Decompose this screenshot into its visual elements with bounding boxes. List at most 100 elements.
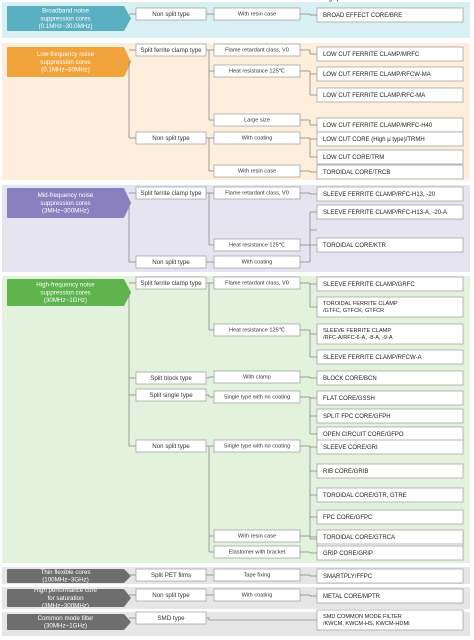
- box-text: TOROIDAL CORE/TRCB: [323, 170, 390, 176]
- box-text: suppression cores: [40, 15, 90, 22]
- feature-box: Single type with no coating: [213, 439, 301, 453]
- product-box[interactable]: SLEEVE FERRITE CLAMP/RFC-A/RFC-6-A, -8-A…: [316, 323, 464, 345]
- product-box[interactable]: SLEEVE FERRITE CLAMP/RFC-H13, -20: [316, 186, 464, 202]
- product-box-frame: [316, 7, 464, 23]
- product-box[interactable]: SLEEVE FERRITE CLAMP/GRFC: [316, 276, 464, 292]
- section-thin: Thin flexible cores(100MHz~3GHz)Split PE…: [2, 567, 470, 584]
- product-box[interactable]: High μ FERRITE CLAMP/KTFC: [323, 0, 408, 2]
- box-text: (30MHz~1GHz): [44, 623, 87, 630]
- product-box[interactable]: SMD COMMON MODE FILTER/KWCM, KWCM-HS, KW…: [316, 609, 464, 631]
- box-text: LOW CUT FERRITE CLAMP/RFC-MA: [323, 93, 425, 99]
- type-box: SMD type: [135, 611, 207, 625]
- box-text: Thin flexible cores: [41, 569, 91, 576]
- product-box[interactable]: SLEEVE CORE/GRI: [316, 439, 464, 455]
- box-text: LOW CUT FERRITE CLAMP/RFCW-MA: [323, 72, 431, 78]
- box-text: With coating: [242, 136, 273, 142]
- product-box-frame: [316, 87, 464, 103]
- product-box[interactable]: TOROIDAL FERRITE CLAMP/GTFC, GTFCK, GTFC…: [316, 296, 464, 318]
- box-text: (0.1MHz~80MHz): [41, 67, 90, 74]
- box-text: LOW CUT FERRITE CLAMP/MRFC-H40: [323, 123, 433, 129]
- product-box[interactable]: TOROIDAL CORE/GTRCA: [316, 529, 464, 545]
- product-box[interactable]: LOW CUT FERRITE CLAMP/MRFC-H40: [316, 117, 464, 133]
- box-text: SLEEVE FERRITE CLAMP: [323, 328, 391, 334]
- box-text: SMD COMMON MODE FILTER: [323, 614, 402, 620]
- header-box: [7, 589, 124, 607]
- product-box-frame: [316, 439, 464, 455]
- product-box[interactable]: High μ FERRITE CORE/KRFC: [323, 0, 405, 2]
- category-header: Common mode filter(30MHz~1GHz): [7, 614, 131, 630]
- product-box[interactable]: BLOCK CORE/BCN: [316, 370, 464, 386]
- header-arrow-icon: [124, 47, 131, 77]
- box-text: With resin case: [238, 169, 276, 175]
- type-box: Split ferrite clamp type: [135, 276, 207, 290]
- product-box[interactable]: FLAT CORE/GSSH: [316, 390, 464, 406]
- feature-box: Flame retardant class, V0: [213, 43, 301, 57]
- box-text: Split ferrite clamp type: [140, 280, 202, 287]
- product-box[interactable]: RIB CORE/GRIB: [316, 463, 464, 479]
- box-text: LOW CUT CORE (High μ type)/TRMH: [323, 137, 425, 143]
- header-arrow-icon: [124, 614, 131, 630]
- box-text: RIB CORE/GRIB: [323, 469, 368, 475]
- product-box-frame: [316, 463, 464, 479]
- box-text: Flame retardant class, V0: [225, 191, 289, 197]
- box-text: High μ FERRITE CLAMP/KTFC: [323, 0, 408, 2]
- category-header: Thin flexible cores(100MHz~3GHz): [7, 569, 131, 584]
- product-box[interactable]: OPEN CIRCUIT CORE/GFPO: [316, 426, 464, 442]
- product-box[interactable]: FPC CORE/GFPC: [316, 509, 464, 525]
- product-box[interactable]: TOROIDAL CORE/KTR: [316, 237, 464, 253]
- feature-box: With resin case: [213, 164, 301, 178]
- product-box[interactable]: LOW CUT FERRITE CLAMP/RFCW-MA: [316, 66, 464, 82]
- box-text: Split ferrite clamp type: [140, 47, 202, 54]
- box-text: (3MHz~300MHz): [42, 603, 89, 610]
- box-text: SMARTPLY/FFPC: [323, 574, 373, 580]
- product-box[interactable]: METAL CORE/MPTR: [316, 588, 464, 604]
- box-text: METAL CORE/MPTR: [323, 594, 381, 600]
- product-box[interactable]: GRIP CORE/GRIP: [316, 545, 464, 561]
- product-box-frame: [316, 408, 464, 424]
- product-box-frame: [316, 66, 464, 82]
- box-text: TOROIDAL FERRITE CLAMP: [323, 301, 398, 307]
- feature-box: Flame retardant class, V0: [213, 186, 301, 200]
- feature-box: Large size: [213, 113, 301, 127]
- product-box[interactable]: LOW CUT CORE (High μ type)/TRMH: [316, 131, 464, 147]
- feature-box: Elastomer with bracket: [213, 545, 301, 559]
- feature-box: With coating: [213, 588, 301, 602]
- product-box[interactable]: TOROIDAL CORE/GTR, GTRE: [316, 487, 464, 503]
- box-text: Elastomer with bracket: [229, 550, 286, 556]
- product-box[interactable]: LOW CUT FERRITE CLAMP/MRFC: [316, 46, 464, 62]
- product-box[interactable]: SLEEVE FERRITE CLAMP/RFCW-A: [316, 349, 464, 365]
- box-text: Non split type: [152, 135, 190, 142]
- product-box[interactable]: TOROIDAL CORE/TRCB: [316, 164, 464, 180]
- box-text: /KWCM, KWCM-HS, KWCM-HDMI: [323, 621, 410, 627]
- box-text: Common mode filter: [38, 615, 94, 622]
- product-box[interactable]: SMARTPLY/FFPC: [316, 568, 464, 584]
- product-box[interactable]: LOW CUT CORE/TRM: [316, 149, 464, 165]
- header-box: [7, 188, 124, 218]
- product-box[interactable]: SPLIT FPC CORE/GFPH: [316, 408, 464, 424]
- type-box: Non split type: [135, 7, 207, 21]
- box-text: SMD type: [157, 615, 185, 622]
- type-box: Split ferrite clamp type: [135, 186, 207, 200]
- box-text: Non split type: [152, 443, 190, 450]
- type-box: Split block type: [135, 371, 207, 385]
- product-box-frame: [316, 390, 464, 406]
- type-box: Non split type: [135, 255, 207, 269]
- product-box[interactable]: BROAD EFFECT CORE/BREK: [323, 0, 406, 2]
- product-box[interactable]: SLEEVE FERRITE CLAMP/RFC-H13-A, -20-A: [316, 204, 464, 220]
- product-box[interactable]: LOW CUT FERRITE CLAMP/RFC-MA: [316, 87, 464, 103]
- header-arrow-icon: [124, 589, 131, 607]
- box-text: suppression cores: [40, 289, 90, 296]
- feature-box: Heat resistance 125℃: [213, 238, 301, 252]
- header-box: [7, 569, 124, 583]
- box-text: FPC CORE/GFPC: [323, 515, 373, 521]
- box-text: TOROIDAL CORE/GTRCA: [323, 535, 395, 541]
- box-text: for saturation: [47, 595, 84, 602]
- box-text: (30MHz~1GHz): [44, 297, 87, 304]
- header-arrow-icon: [124, 188, 131, 218]
- product-box[interactable]: BROAD EFFECT CORE/BRE: [316, 7, 464, 23]
- box-text: LOW CUT FERRITE CLAMP/MRFC: [323, 52, 420, 58]
